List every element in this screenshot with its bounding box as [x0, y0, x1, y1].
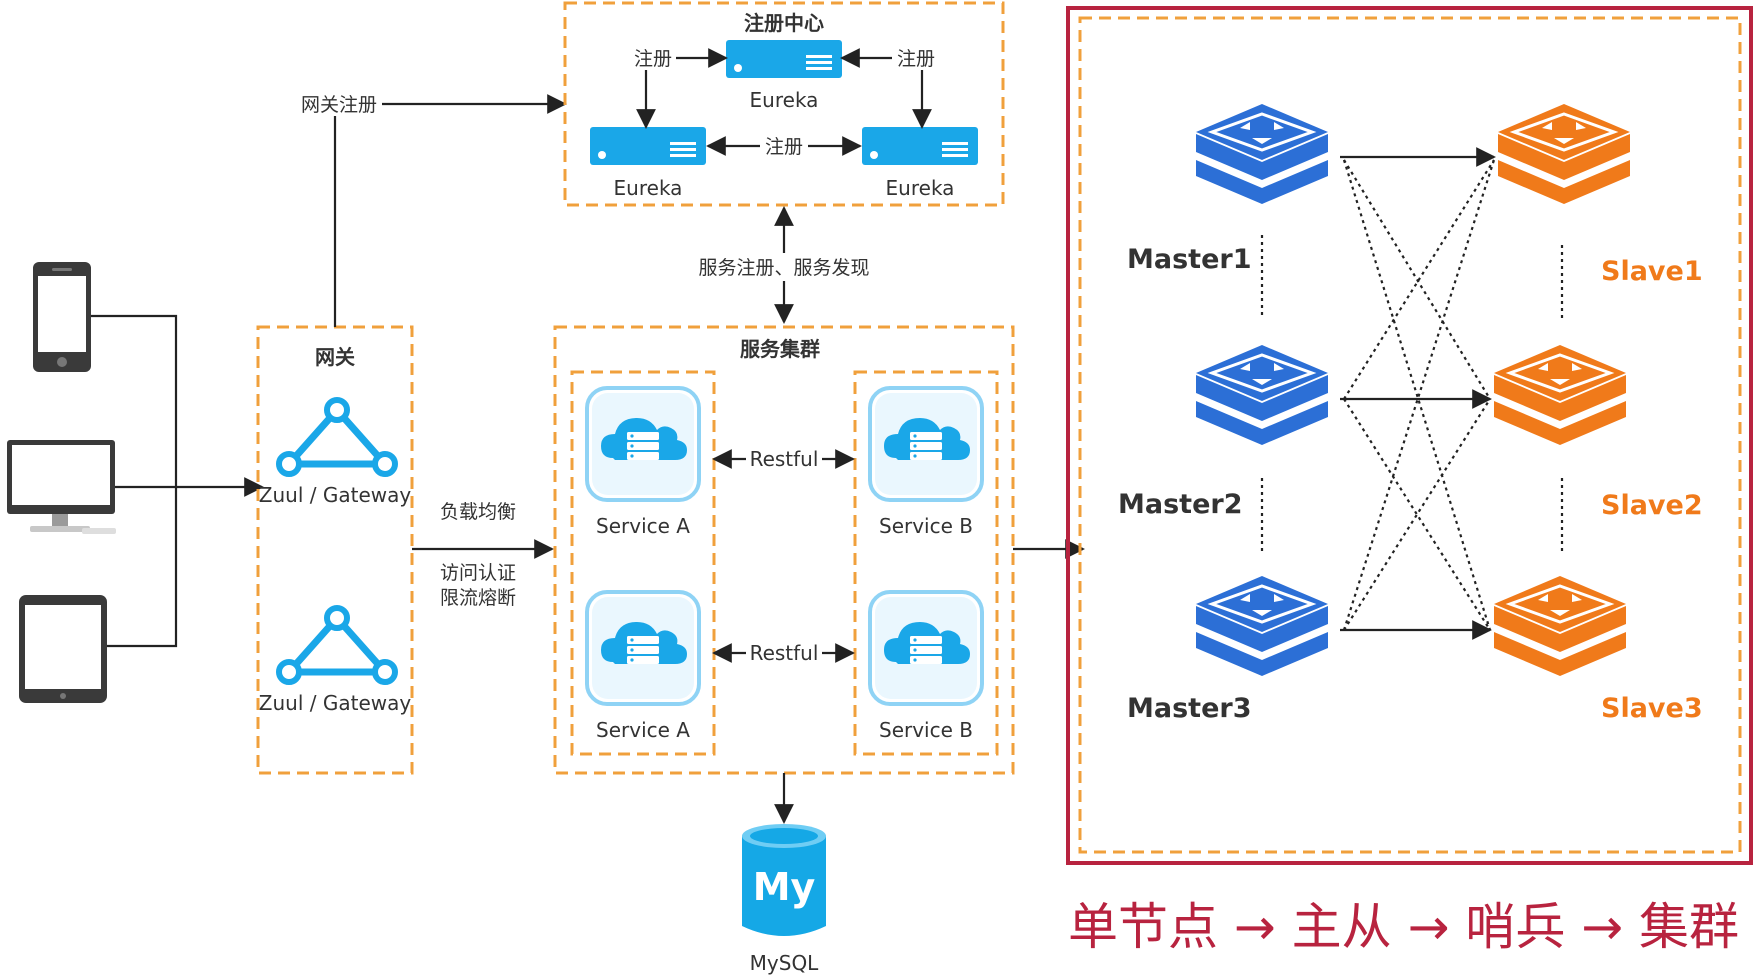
cloud-server-icon — [585, 590, 701, 706]
registry-left-label: 注册 — [634, 48, 672, 70]
gateway-register-arrow — [333, 94, 567, 327]
cloud-server-icon — [585, 386, 701, 502]
feature-auth: 访问认证 — [440, 562, 516, 584]
redis-stack-icon — [1492, 343, 1628, 447]
service-a-group — [570, 370, 716, 756]
master-2-label: Master2 — [1118, 489, 1242, 520]
evolution-caption: 单节点 → 主从 → 哨兵 → 集群 — [1068, 898, 1739, 956]
slave-3-label: Slave3 — [1601, 693, 1703, 724]
desktop-icon — [7, 440, 116, 534]
gateway-register-label: 网关注册 — [301, 94, 377, 116]
cloud-server-icon — [868, 386, 984, 502]
restful-label-2: Restful — [750, 641, 819, 665]
server-icon — [862, 127, 978, 165]
discovery-label: 服务注册、服务发现 — [698, 257, 869, 279]
redis-highlight-frame — [1066, 6, 1753, 865]
gateway-node-1-label: Zuul / Gateway — [259, 483, 412, 507]
service-a2-label: Service A — [596, 718, 690, 742]
service-b2-label: Service B — [879, 718, 973, 742]
phone-icon — [33, 262, 91, 372]
cluster-title: 服务集群 — [740, 337, 820, 361]
eureka-left-label: Eureka — [614, 176, 683, 200]
eureka-top-label: Eureka — [750, 88, 819, 112]
gateway-node-2-label: Zuul / Gateway — [259, 691, 412, 715]
master-1-label: Master1 — [1127, 244, 1251, 275]
server-icon — [590, 127, 706, 165]
service-b1-label: Service B — [879, 514, 973, 538]
slave-1-label: Slave1 — [1601, 256, 1703, 287]
restful-label-1: Restful — [750, 447, 819, 471]
redis-stack-icon — [1194, 574, 1330, 678]
registry-title: 注册中心 — [744, 11, 824, 35]
cross-connections — [1342, 159, 1496, 631]
redis-cluster-box — [1078, 16, 1742, 854]
mysql-label: MySQL — [750, 951, 820, 975]
gateway-title: 网关 — [315, 345, 355, 369]
mysql-logo-text: My — [753, 865, 816, 909]
service-a1-label: Service A — [596, 514, 690, 538]
cloud-server-icon — [868, 590, 984, 706]
redis-stack-icon — [1492, 574, 1628, 678]
triangle-network-icon — [279, 400, 395, 474]
eureka-right-label: Eureka — [886, 176, 955, 200]
redis-stack-icon — [1496, 102, 1632, 206]
registry-middle-label: 注册 — [765, 136, 803, 158]
tablet-icon — [19, 595, 107, 703]
feature-rate-limit: 限流熔断 — [440, 587, 516, 609]
master-3-label: Master3 — [1127, 693, 1251, 724]
slave-2-label: Slave2 — [1601, 490, 1703, 521]
redis-stack-icon — [1194, 102, 1330, 206]
feature-load-balance: 负载均衡 — [440, 501, 516, 523]
service-b-group — [853, 370, 999, 756]
registry-right-label: 注册 — [897, 48, 935, 70]
mysql-db-icon: My — [742, 824, 826, 936]
registry-box — [563, 1, 1005, 207]
server-icon — [726, 40, 842, 78]
triangle-network-icon — [279, 608, 395, 682]
redis-stack-icon — [1194, 343, 1330, 447]
client-connectors — [91, 314, 264, 648]
